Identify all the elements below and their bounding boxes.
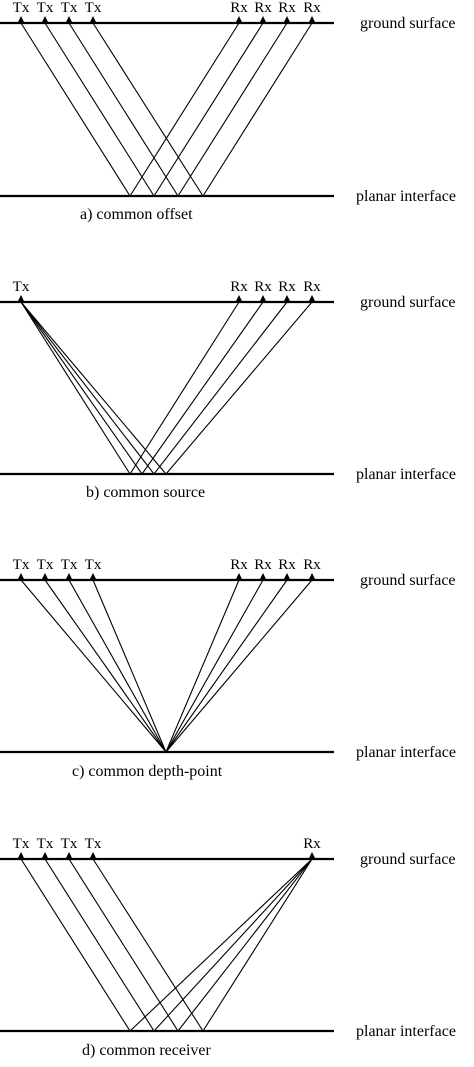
panel-common-depth-point: ground surface planar interface c) commo… — [0, 557, 456, 780]
receiver-marker — [259, 573, 267, 581]
receiver-marker — [308, 16, 316, 24]
transmitter-label: Tx — [61, 836, 78, 852]
receiver-label: Rx — [278, 0, 296, 16]
ray-path — [20, 858, 313, 1032]
transmitter-marker — [17, 295, 25, 303]
transmitter-marker — [17, 16, 25, 24]
ray-path — [20, 301, 313, 475]
ray-path — [92, 858, 313, 1033]
receiver-marker — [283, 295, 291, 303]
transmitter-label: Tx — [61, 557, 78, 573]
transmitter-label: Tx — [85, 836, 102, 852]
ray-path — [20, 22, 240, 198]
transmitter-label: Tx — [37, 557, 54, 573]
ray-path — [44, 579, 288, 753]
receiver-label: Rx — [278, 279, 296, 295]
transmitter-label: Tx — [85, 557, 102, 573]
receiver-label: Rx — [278, 557, 296, 573]
transmitter-marker — [41, 573, 49, 581]
ray-path — [68, 22, 288, 198]
transmitter-marker — [65, 573, 73, 581]
receiver-marker — [235, 16, 243, 24]
transmitter-marker — [41, 16, 49, 24]
panel-caption: b) common source — [86, 484, 205, 501]
receiver-marker — [308, 852, 316, 860]
panel-caption: c) common depth-point — [72, 763, 223, 780]
transmitter-label: Tx — [61, 0, 78, 16]
receiver-label: Rx — [303, 557, 321, 573]
receiver-label: Rx — [230, 279, 248, 295]
receiver-marker — [283, 573, 291, 581]
receiver-label: Rx — [254, 279, 272, 295]
receiver-label: Rx — [230, 0, 248, 16]
transmitter-marker — [89, 16, 97, 24]
transmitter-label: Tx — [13, 557, 30, 573]
receiver-label: Rx — [303, 279, 321, 295]
ray-path — [68, 579, 264, 754]
receiver-label: Rx — [254, 557, 272, 573]
ray-path — [44, 858, 313, 1032]
receiver-marker — [235, 573, 243, 581]
transmitter-label: Tx — [13, 0, 30, 16]
ground-surface-label: ground surface — [360, 851, 456, 868]
transmitter-label: Tx — [13, 836, 30, 852]
transmitter-marker — [17, 573, 25, 581]
panel-common-source: ground surface planar interface b) commo… — [0, 279, 456, 501]
panel-common-receiver: ground surface planar interface d) commo… — [0, 836, 456, 1059]
receiver-label: Rx — [303, 836, 321, 852]
transmitter-marker — [65, 16, 73, 24]
ray-path — [92, 22, 313, 198]
planar-interface-label: planar interface — [356, 188, 456, 205]
ray-path — [44, 22, 264, 198]
ray-path — [20, 301, 240, 476]
ground-surface-label: ground surface — [360, 15, 456, 32]
ray-path — [20, 301, 264, 475]
ray-path — [20, 301, 288, 475]
receiver-marker — [283, 16, 291, 24]
ray-path — [92, 579, 240, 754]
receiver-label: Rx — [303, 0, 321, 16]
planar-interface-label: planar interface — [356, 744, 456, 761]
receiver-marker — [259, 16, 267, 24]
planar-interface-label: planar interface — [356, 1023, 456, 1040]
transmitter-marker — [89, 852, 97, 860]
receiver-label: Rx — [230, 557, 248, 573]
receiver-marker — [308, 295, 316, 303]
transmitter-label: Tx — [37, 836, 54, 852]
receiver-label: Rx — [254, 0, 272, 16]
transmitter-marker — [89, 573, 97, 581]
ray-path — [68, 858, 313, 1032]
transmitter-marker — [17, 852, 25, 860]
planar-interface-label: planar interface — [356, 466, 456, 483]
transmitter-label: Tx — [37, 0, 54, 16]
receiver-marker — [308, 573, 316, 581]
transmitter-marker — [41, 852, 49, 860]
transmitter-label: Tx — [85, 0, 102, 16]
panel-caption: d) common receiver — [82, 1042, 212, 1059]
transmitter-label: Tx — [13, 279, 30, 295]
panel-caption: a) common offset — [80, 206, 193, 223]
transmitter-marker — [65, 852, 73, 860]
receiver-marker — [259, 295, 267, 303]
panel-common-offset: ground surface planar interface a) commo… — [0, 0, 456, 223]
ground-surface-label: ground surface — [360, 294, 456, 311]
ground-surface-label: ground surface — [360, 572, 456, 589]
receiver-marker — [235, 295, 243, 303]
